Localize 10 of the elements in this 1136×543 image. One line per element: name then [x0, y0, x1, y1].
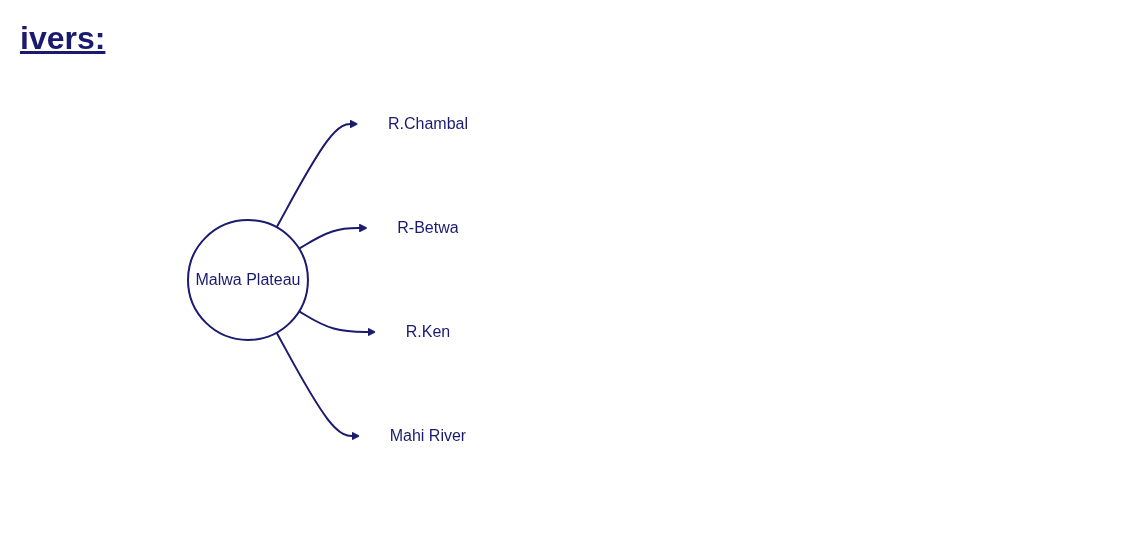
- arrow: [298, 310, 377, 337]
- node-text: Mahi River: [389, 427, 467, 444]
- arrow: [275, 119, 359, 229]
- arrow: [275, 331, 361, 441]
- node-text: R.Chambal: [387, 115, 468, 132]
- node-text: R-Betwa: [397, 219, 459, 236]
- node-circle: Malwa Plateau: [187, 219, 309, 341]
- title: ivers:: [20, 20, 106, 57]
- node-text: R.Ken: [405, 323, 451, 340]
- arrow: [298, 223, 368, 250]
